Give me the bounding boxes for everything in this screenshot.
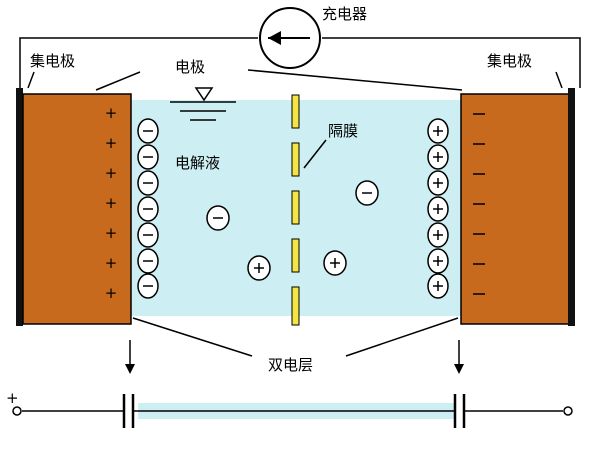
plus-sign: + <box>105 104 118 122</box>
plus-sign: + <box>105 164 118 182</box>
free-anion <box>206 205 230 231</box>
electrolyte-label: 电解液 <box>175 154 220 172</box>
terminal-plus-label: + <box>6 389 19 407</box>
free-cation <box>323 250 347 276</box>
equivalent-circuit: + <box>6 389 573 428</box>
charger-label: 充电器 <box>322 5 367 23</box>
collector-label-right: 集电极 <box>487 52 532 70</box>
left-collector <box>16 88 23 326</box>
terminal-right <box>563 406 573 416</box>
double-layer-label: 双电层 <box>268 356 313 374</box>
free-anion <box>355 180 379 206</box>
left-anion-layer <box>137 118 159 299</box>
charger-arrow-icon <box>259 7 321 69</box>
collector-label-left: 集电极 <box>30 52 75 70</box>
plus-sign: + <box>105 284 118 302</box>
charger-wire <box>19 37 581 88</box>
separator <box>291 94 300 326</box>
terminal-left <box>12 406 22 416</box>
free-ions <box>206 180 379 281</box>
plus-sign: + <box>105 224 118 242</box>
down-arrow-left-icon <box>125 340 135 374</box>
right-electrode <box>460 93 570 325</box>
separator-label: 隔膜 <box>328 122 358 140</box>
electrode-label: 电极 <box>175 58 205 76</box>
plus-sign: + <box>105 194 118 212</box>
electrolyte-level-icon <box>170 87 236 121</box>
callout-lines <box>27 69 563 357</box>
left-electrode <box>22 93 132 325</box>
right-electrode-charges <box>473 113 485 295</box>
right-cation-layer <box>427 118 449 299</box>
free-cation <box>247 255 271 281</box>
plus-sign: + <box>105 134 118 152</box>
down-arrow-right-icon <box>454 340 464 374</box>
left-electrode-charges: + + + + + + + <box>105 104 118 302</box>
plus-sign: + <box>105 254 118 272</box>
right-collector <box>568 88 575 326</box>
